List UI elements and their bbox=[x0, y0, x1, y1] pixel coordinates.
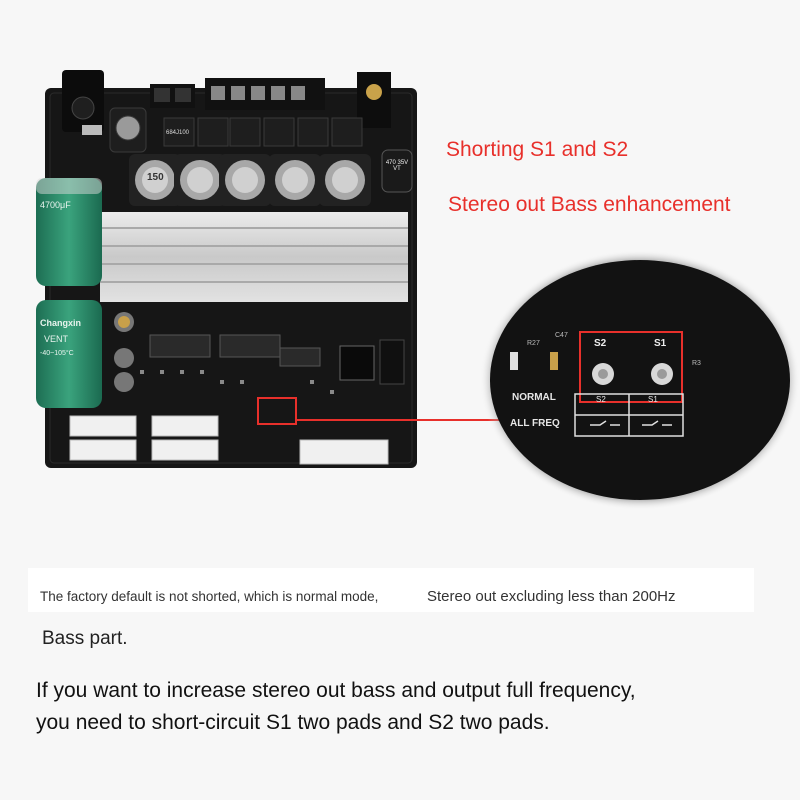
input-connectors bbox=[69, 415, 389, 465]
description: If you want to increase stereo out bass … bbox=[36, 675, 776, 739]
bulk-capacitor-top bbox=[36, 178, 102, 286]
zoom-col-s1: S1 bbox=[648, 395, 658, 404]
zoom-pad-s1 bbox=[651, 363, 673, 385]
bulk-cap-value: 4700μF bbox=[40, 200, 71, 210]
zoom-table-grid bbox=[574, 393, 684, 437]
board-image: S2 S1 NORMAL ALL FREQ S2 S1 R27 C47 R3 1… bbox=[36, 70, 800, 510]
zoom-switch-symbols bbox=[590, 420, 672, 426]
annotation-bass: Stereo out Bass enhancement bbox=[448, 193, 731, 216]
small-inductors bbox=[109, 107, 363, 153]
description-line-2: you need to short-circuit S1 two pads an… bbox=[36, 711, 550, 734]
zoom-row-normal: NORMAL bbox=[512, 392, 556, 403]
description-line-1: If you want to increase stereo out bass … bbox=[36, 679, 636, 702]
caption-default: The factory default is not shorted, whic… bbox=[40, 589, 379, 604]
heatsink bbox=[100, 212, 408, 302]
bulk-cap-temp: -40~105°C bbox=[40, 350, 74, 357]
bulk-cap-vent: VENT bbox=[44, 334, 69, 344]
zoom-side-r27: R27 bbox=[527, 340, 540, 347]
annotation-shorting: Shorting S1 and S2 bbox=[446, 138, 629, 161]
zoom-col-s2: S2 bbox=[596, 395, 606, 404]
zoom-label-s2: S2 bbox=[594, 338, 607, 349]
power-inductors bbox=[129, 154, 371, 206]
zoom-side-c47: C47 bbox=[555, 332, 568, 339]
bulk-capacitor-bottom bbox=[36, 300, 102, 408]
zoom-side-r3: R3 bbox=[692, 360, 701, 367]
caption-strip bbox=[28, 568, 754, 612]
small-capacitor bbox=[381, 149, 413, 193]
small-electrolytic-caps bbox=[114, 312, 134, 392]
caption-stereo: Stereo out excluding less than 200Hz bbox=[427, 588, 676, 605]
zoom-pad-s2 bbox=[592, 363, 614, 385]
bluetooth-module bbox=[379, 339, 405, 385]
zoom-label-s1: S1 bbox=[654, 338, 667, 349]
audio-amp-board-illustration bbox=[36, 70, 800, 510]
inductor-label-1: 150 bbox=[147, 172, 164, 183]
main-chip bbox=[339, 345, 375, 381]
zoom-row-allfreq: ALL FREQ bbox=[510, 418, 560, 429]
caption-bass-part: Bass part. bbox=[42, 628, 128, 649]
bulk-cap-brand: Changxin bbox=[40, 318, 82, 328]
jumper-pad-highlight bbox=[257, 397, 297, 425]
small-cap-label: 470 35V VT bbox=[385, 160, 409, 172]
small-inductor-label: 684J100 bbox=[166, 130, 190, 136]
zoom-highlight-box bbox=[579, 331, 683, 403]
